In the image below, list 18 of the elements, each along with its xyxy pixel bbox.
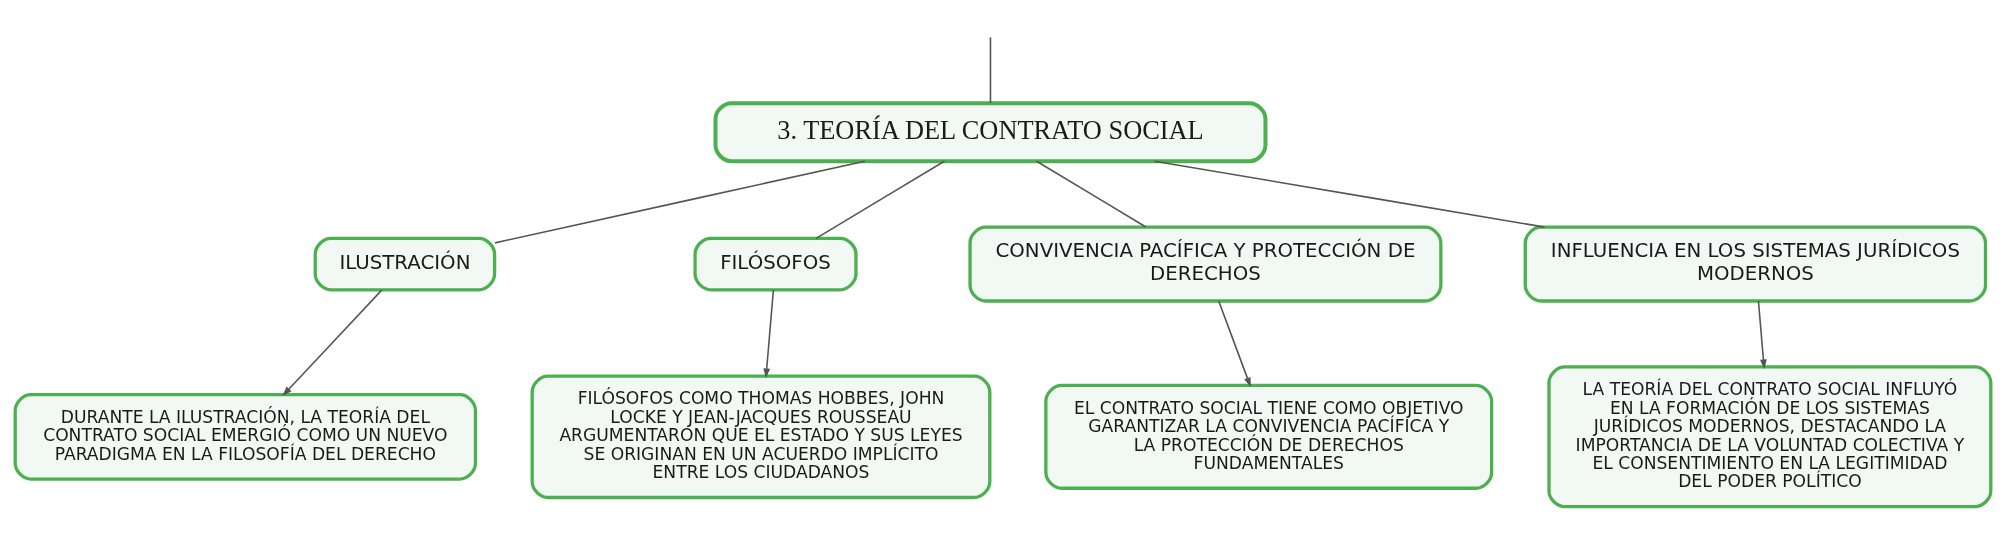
- node-box: FILÓSOFOS: [693, 236, 858, 292]
- node-box: LA TEORÍA DEL CONTRATO SOCIAL INFLUYÓ EN LA FORMACIÓN DE LOS SISTEMAS JURÍDICOS MODERNOS, DESTACANDO LA IMPORTANCIA DE LA VOLUNTAD COLECTIVA Y EL CONSENTIMIENTO EN LA LEGITIMIDAD DEL PODER POLÍTICO: [1547, 365, 1993, 509]
- connector: [989, 36, 992, 104]
- node-box: INFLUENCIA EN LOS SISTEMAS JURÍDICOS MODERNOS: [1523, 225, 1988, 303]
- connector: [494, 160, 866, 244]
- node-box: 3. TEORÍA DEL CONTRATO SOCIAL: [713, 101, 1268, 164]
- arrow: [1217, 300, 1251, 388]
- arrow: [763, 289, 775, 379]
- connector: [815, 160, 946, 240]
- connector: [1153, 160, 1546, 228]
- node-box: FILÓSOFOS COMO THOMAS HOBBES, JOHN LOCKE Y JEAN-JACQUES ROUSSEAU ARGUMENTARON QUE EL ESTADO Y SUS LEYES SE ORIGINAN EN UN ACUERDO IMPLÍCITO ENTRE LOS CIUDADANOS: [530, 374, 992, 500]
- connector: [1035, 160, 1147, 228]
- node-box: CONVIVENCIA PACÍFICA Y PROTECCIÓN DE DERECHOS: [968, 225, 1443, 303]
- node-box: EL CONTRATO SOCIAL TIENE COMO OBJETIVO GARANTIZAR LA CONVIVENCIA PACÍFICA Y LA PROTECCIÓN DE DERECHOS FUNDAMENTALES: [1044, 383, 1494, 490]
- arrow: [282, 289, 383, 397]
- arrow: [1757, 300, 1767, 370]
- node-box: ILUSTRACIÓN: [313, 236, 497, 292]
- node-box: DURANTE LA ILUSTRACIÓN, LA TEORÍA DEL CONTRATO SOCIAL EMERGIÓ COMO UN NUEVO PARADIGMA EN LA FILOSOFÍA DEL DERECHO: [13, 393, 478, 481]
